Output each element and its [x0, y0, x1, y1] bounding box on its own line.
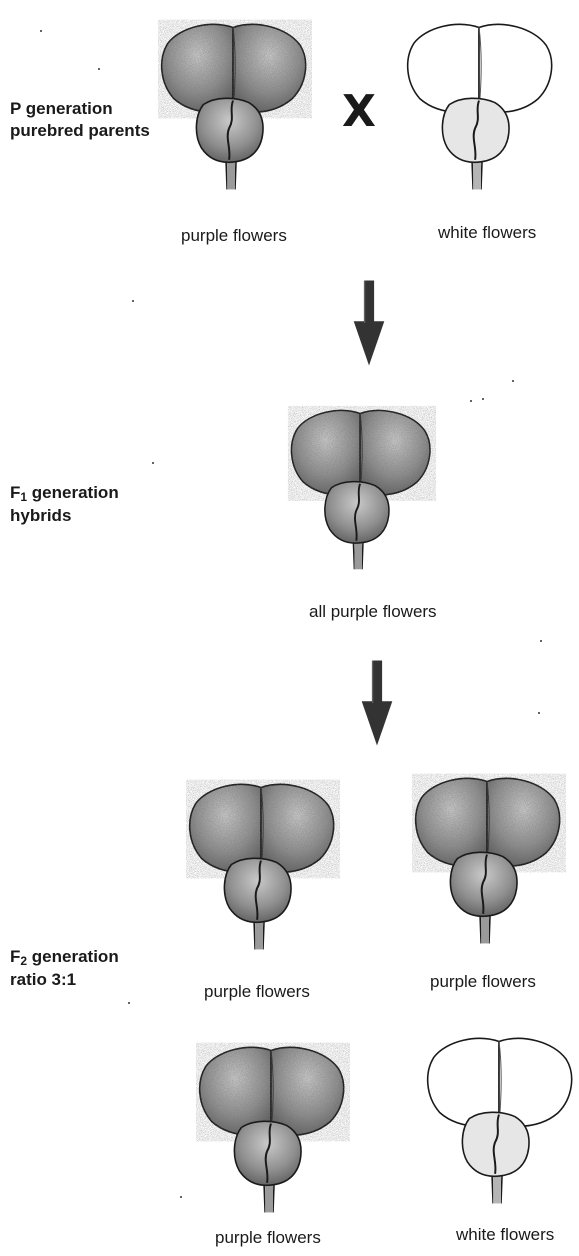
f2-caption-4: white flowers [456, 1225, 554, 1245]
speck [128, 1002, 130, 1004]
f1-generation-subtitle: hybrids [10, 505, 119, 527]
f2-suffix: generation [27, 947, 119, 966]
speck [538, 712, 540, 714]
speck [152, 462, 154, 464]
down-arrow-icon [352, 274, 386, 372]
speck [98, 68, 100, 70]
p-left-caption: purple flowers [181, 226, 287, 246]
speck [482, 398, 484, 400]
f2-generation-subtitle: ratio 3:1 [10, 969, 119, 991]
f2-caption-3: purple flowers [215, 1228, 321, 1248]
purple-flower-icon [194, 1040, 352, 1218]
f2-generation-title: F2 generation [10, 946, 119, 969]
speck [132, 300, 134, 302]
f1-generation-label: F1 generation hybrids [10, 482, 119, 527]
f2-prefix: F [10, 947, 20, 966]
purple-flower-icon [184, 772, 342, 960]
f1-prefix: F [10, 483, 20, 502]
white-flower-icon [402, 16, 560, 196]
p-generation-subtitle: purebred parents [10, 120, 150, 142]
f2-subscript: 2 [20, 954, 27, 968]
cross-symbol: X [342, 86, 376, 137]
purple-flower-icon [410, 766, 568, 954]
f2-caption-2: purple flowers [430, 972, 536, 992]
f1-subscript: 1 [20, 490, 27, 504]
speck [470, 400, 472, 402]
p-generation-title: P generation [10, 98, 150, 120]
white-flower-icon [422, 1030, 579, 1210]
f1-generation-title: F1 generation [10, 482, 119, 505]
speck [512, 380, 514, 382]
f2-caption-1: purple flowers [204, 982, 310, 1002]
speck [40, 30, 42, 32]
p-generation-label: P generation purebred parents [10, 98, 150, 142]
f1-caption: all purple flowers [309, 602, 437, 622]
speck [540, 640, 542, 642]
f1-suffix: generation [27, 483, 119, 502]
purple-flower-icon [286, 398, 438, 580]
speck [180, 1196, 182, 1198]
p-right-caption: white flowers [438, 223, 536, 243]
purple-flower-icon [156, 16, 314, 196]
down-arrow-icon [360, 654, 394, 752]
f2-generation-label: F2 generation ratio 3:1 [10, 946, 119, 991]
